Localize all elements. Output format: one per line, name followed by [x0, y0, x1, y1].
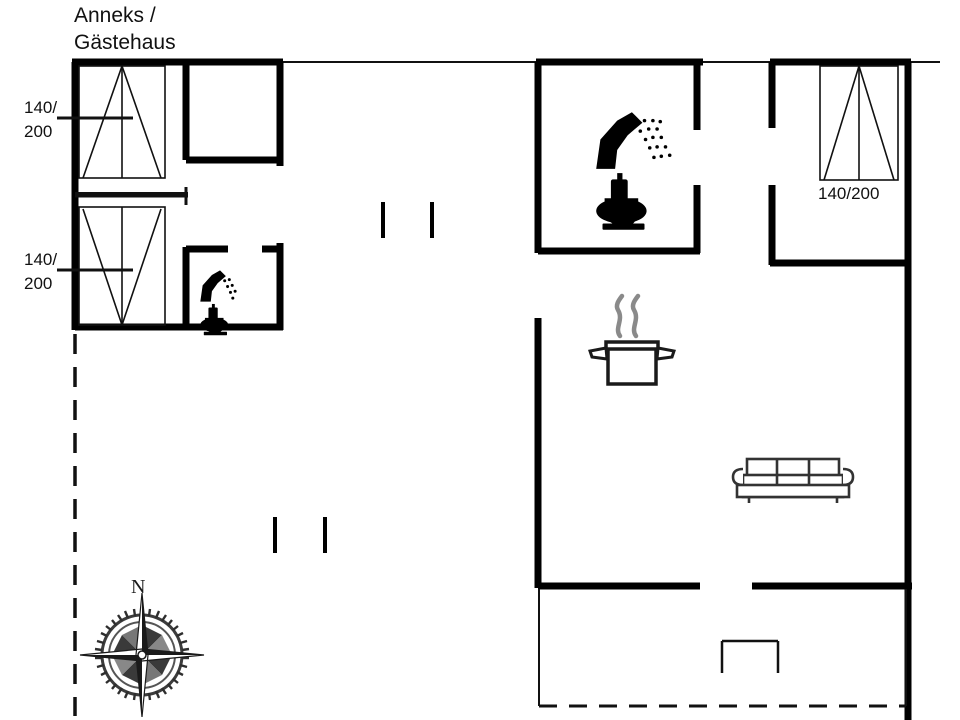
terrace-outline-group: [538, 589, 907, 706]
shower-spray: [634, 118, 672, 160]
pot-handles: [588, 346, 676, 361]
bed-fold-left: [82, 208, 123, 326]
dimension-label-bed-upper-left: 140/ 200: [24, 98, 58, 141]
bed-fold-right: [121, 65, 162, 179]
shower-icon: [596, 112, 643, 169]
bed-icon-annex-upper: [78, 65, 166, 179]
toilet-icon: [200, 303, 229, 336]
sofa-icon: [731, 457, 855, 503]
shower-icon: [200, 270, 226, 302]
bathroom-fixtures-main: [596, 112, 672, 230]
bed-fold-left: [823, 65, 860, 181]
bed-fold-right: [121, 208, 162, 326]
bed-fold-left: [82, 65, 123, 179]
cooking-pot-icon: [588, 293, 676, 386]
terrace-step-group: [720, 639, 780, 673]
annex-middle-partition-thin-group: [75, 187, 188, 205]
compass-center: [137, 650, 147, 660]
shower-spray: [223, 278, 237, 300]
bed-icon-annex-lower: [78, 206, 166, 326]
bed-fold-right: [858, 65, 895, 181]
dimension-leaders-group: [57, 116, 133, 272]
compass-north-label: N: [131, 576, 146, 598]
bed-icon-main-bedroom: [819, 65, 899, 181]
page-title: Anneks / Gästehaus: [74, 4, 176, 54]
terrace-step-shape: [720, 639, 780, 673]
thick-walls-group: [71, 58, 912, 720]
toilet-icon: [596, 173, 647, 230]
dimension-label-bed-main-bedroom: 140/200: [818, 184, 880, 203]
bathroom-fixtures-annex: [200, 270, 237, 336]
sofa-body: [731, 457, 855, 503]
dimension-label-bed-lower-left: 140/ 200: [24, 250, 58, 293]
compass-rose-icon: [79, 592, 205, 718]
steam-lines: [614, 293, 641, 339]
window-ticks-group: [273, 202, 434, 553]
pot-body: [606, 344, 658, 386]
pot-rim: [604, 340, 660, 351]
